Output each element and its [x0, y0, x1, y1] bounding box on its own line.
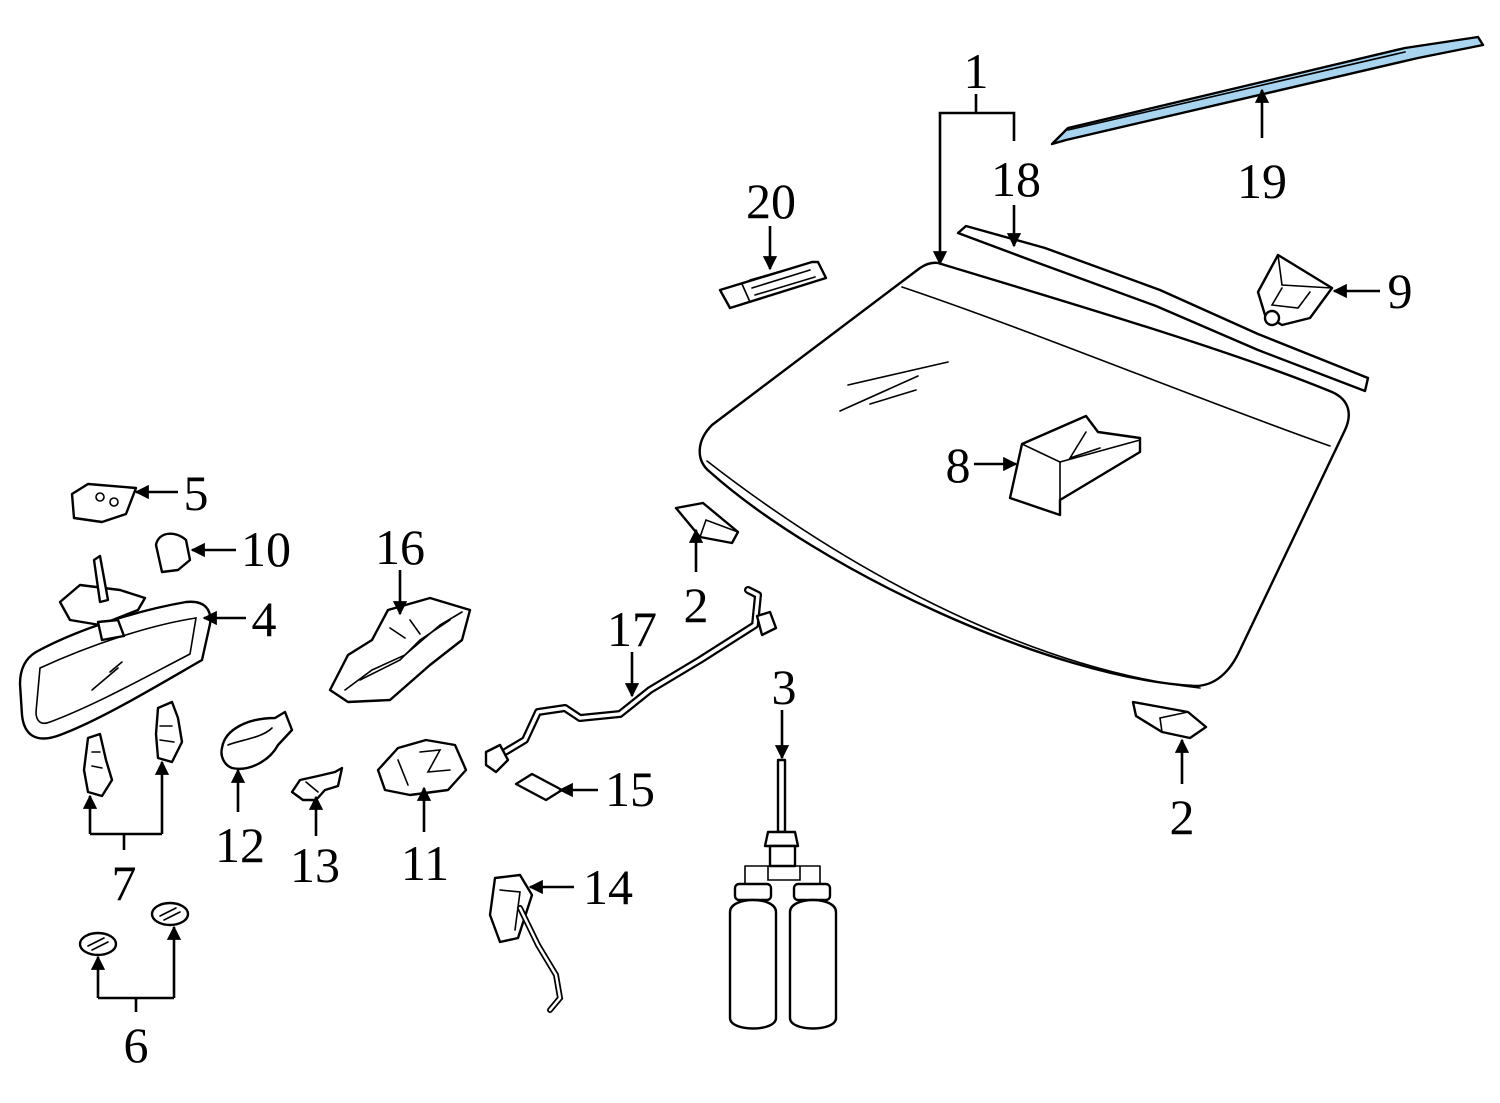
- part-15-pad[interactable]: [514, 772, 564, 802]
- callout-13[interactable]: 13: [290, 837, 340, 893]
- part-4-mirror[interactable]: [18, 554, 212, 740]
- callout-17[interactable]: 17: [607, 601, 657, 657]
- part-20-clip[interactable]: [718, 260, 828, 310]
- callout-15[interactable]: 15: [605, 761, 655, 817]
- callout-11[interactable]: 11: [401, 835, 449, 891]
- callout-3[interactable]: 3: [772, 659, 797, 715]
- callout-2-right[interactable]: 2: [1170, 789, 1195, 845]
- callout-4[interactable]: 4: [252, 591, 277, 647]
- part-11-bracket[interactable]: [376, 738, 468, 797]
- part-9-cover[interactable]: [1256, 253, 1334, 327]
- callout-1[interactable]: 1: [964, 43, 989, 99]
- part-3-adhesive-kit[interactable]: [728, 758, 838, 1030]
- callout-18[interactable]: 18: [991, 151, 1041, 207]
- callout-7[interactable]: 7: [112, 855, 137, 911]
- callout-19[interactable]: 19: [1237, 153, 1287, 209]
- callout-12[interactable]: 12: [215, 817, 265, 873]
- part-7-sensors[interactable]: [82, 700, 184, 798]
- callout-6[interactable]: 6: [124, 1017, 149, 1073]
- callout-20[interactable]: 20: [746, 173, 796, 229]
- part-12-cover[interactable]: [220, 710, 294, 770]
- part-13-clip[interactable]: [290, 766, 344, 802]
- part-19-molding[interactable]: [1050, 35, 1485, 146]
- callout-9[interactable]: 9: [1388, 263, 1413, 319]
- callout-14[interactable]: 14: [583, 859, 633, 915]
- part-16-cover[interactable]: [328, 596, 472, 704]
- part-10-cap[interactable]: [154, 532, 192, 574]
- callout-10[interactable]: 10: [241, 521, 291, 577]
- part-8-sensor-bracket[interactable]: [1008, 414, 1142, 517]
- part-2-spacer-left[interactable]: [674, 501, 740, 545]
- leader-lines: [82, 88, 1380, 1012]
- part-6-pads[interactable]: [78, 901, 190, 957]
- callout-8[interactable]: 8: [946, 437, 971, 493]
- callout-2-left[interactable]: 2: [684, 577, 709, 633]
- callout-16[interactable]: 16: [375, 519, 425, 575]
- part-5-base[interactable]: [70, 482, 138, 524]
- part-17-harness[interactable]: [484, 586, 778, 774]
- part-2-spacer-right[interactable]: [1131, 700, 1208, 740]
- callout-labels: 1 18 19 20 9 8 2 2 3 17 15 14 16 11 12 1…: [112, 43, 1413, 1073]
- callout-5[interactable]: 5: [184, 465, 209, 521]
- part-14-sensor[interactable]: [488, 873, 564, 1013]
